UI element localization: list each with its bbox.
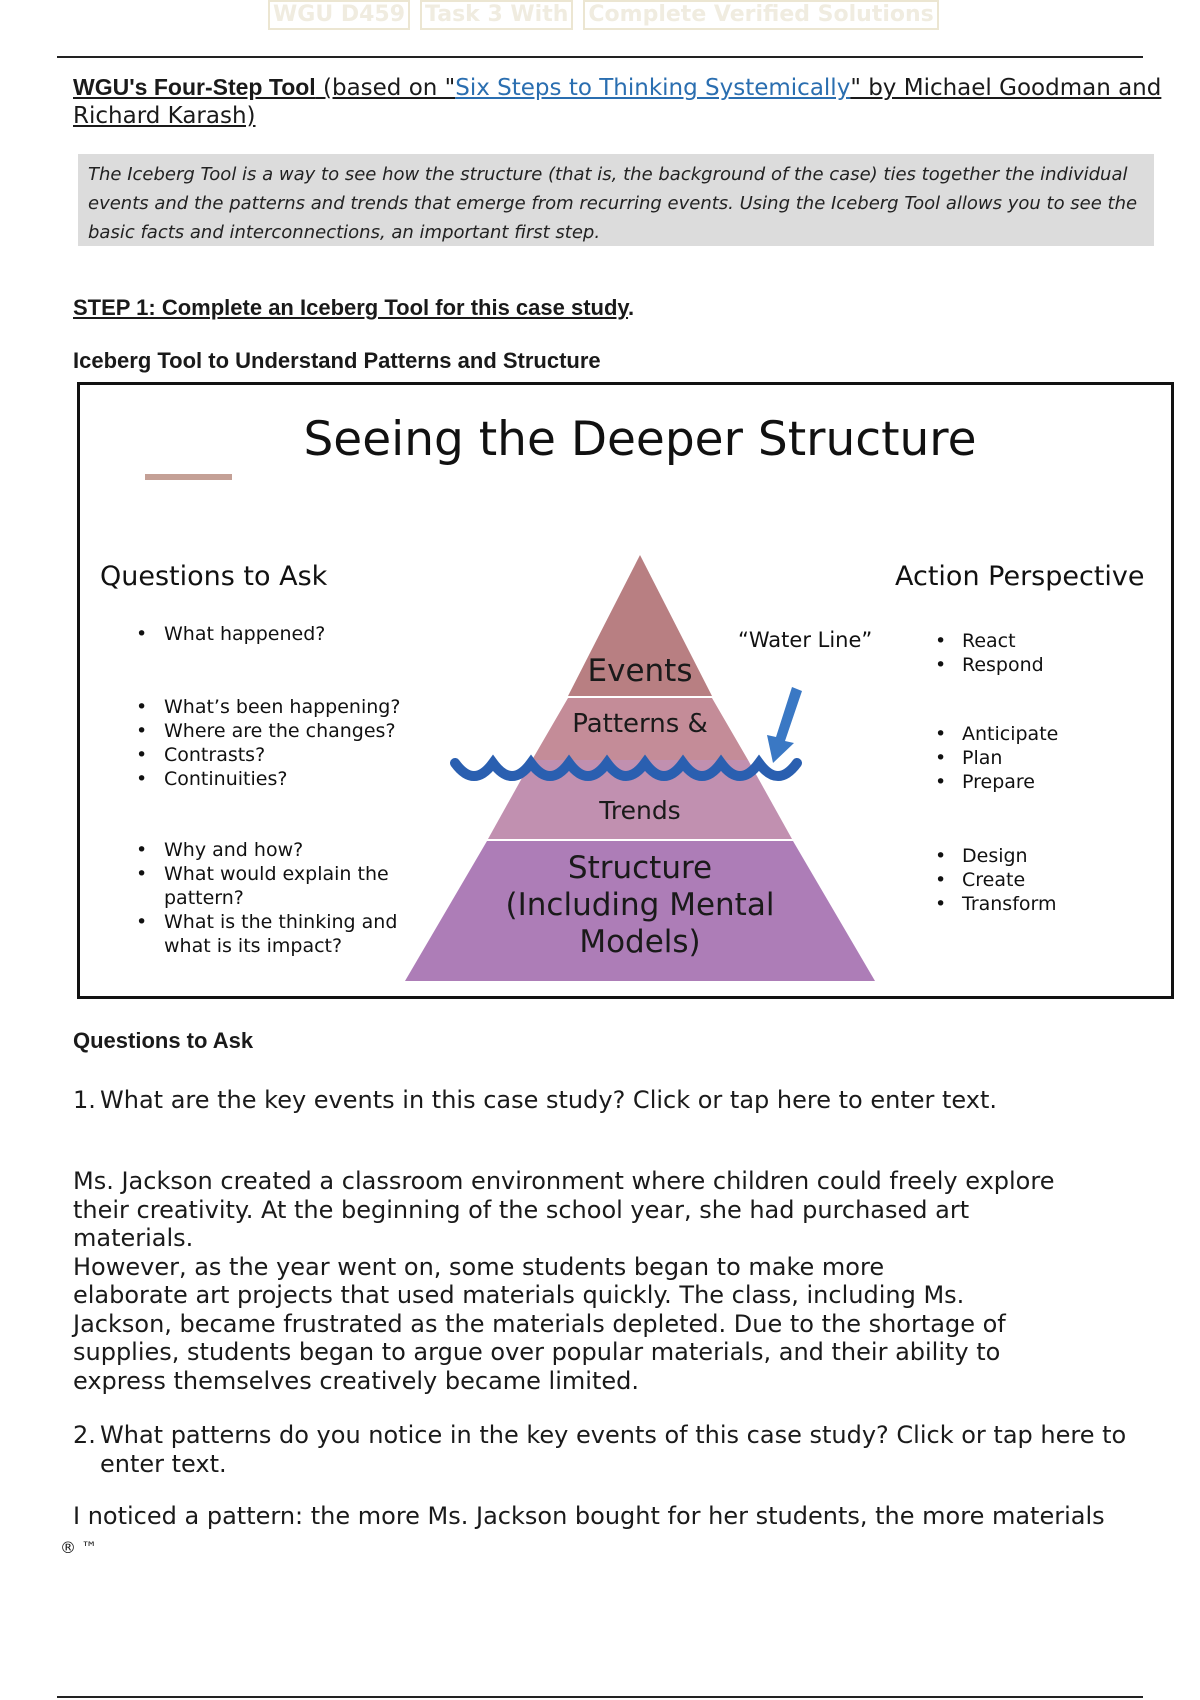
trends-label: Trends: [598, 796, 680, 825]
question-2-text-cont[interactable]: enter text.: [100, 1449, 227, 1478]
top-divider: [57, 56, 1143, 58]
question-2: 2. What patterns do you notice in the ke…: [73, 1421, 1173, 1478]
question-bullet: •: [136, 744, 147, 766]
iceberg-heading: Iceberg Tool to Understand Patterns and …: [73, 348, 601, 373]
question-item: Why and how?: [164, 839, 303, 861]
answer-line: their creativity. At the beginning of th…: [73, 1195, 970, 1224]
iceberg-diagram-frame: Seeing the Deeper Structure Questions to…: [77, 382, 1174, 999]
action-bullet: •: [935, 845, 946, 867]
question-item: What is the thinking and: [164, 911, 397, 933]
patterns-label: Patterns &: [572, 709, 708, 739]
questions-column-title: Questions to Ask: [100, 561, 328, 592]
question-item: Continuities?: [164, 768, 287, 790]
questions-heading: Questions to Ask: [73, 1028, 254, 1053]
questions-list: • What happened? • What’s been happening…: [136, 623, 400, 957]
answer-line: express themselves creatively became lim…: [73, 1366, 639, 1395]
question-item: What happened?: [164, 623, 325, 645]
water-line-arrow-icon: [767, 687, 802, 763]
tool-name: WGU's Four-Step Tool: [73, 74, 316, 100]
question-bullet: •: [136, 720, 147, 742]
trends-layer: [488, 760, 792, 839]
question-bullet: •: [136, 863, 147, 885]
answer-line: However, as the year went on, some stude…: [73, 1252, 885, 1281]
action-item: Plan: [962, 747, 1002, 769]
structure-label-line2: (Including Mental: [506, 887, 775, 923]
action-item: Anticipate: [962, 723, 1058, 745]
answer-line: elaborate art projects that used materia…: [73, 1281, 965, 1309]
action-item: Respond: [962, 654, 1044, 676]
question-2-text[interactable]: What patterns do you notice in the key e…: [100, 1421, 1127, 1449]
diagram-title: Seeing the Deeper Structure: [303, 412, 976, 467]
action-item: Create: [962, 869, 1025, 891]
question-item: Contrasts?: [164, 744, 265, 766]
action-item: React: [962, 630, 1016, 652]
bottom-divider: [57, 1696, 1143, 1698]
iceberg-diagram: Seeing the Deeper Structure Questions to…: [100, 412, 1145, 981]
structure-layer: [405, 841, 875, 981]
answer-line: Jackson, became frustrated as the materi…: [73, 1309, 1006, 1338]
question-item: What would explain the: [164, 863, 389, 885]
question-item: What’s been happening?: [164, 696, 400, 718]
trademark-marks: ® ™: [60, 1538, 98, 1557]
action-bullet: •: [935, 893, 946, 915]
title-prefix: (based on ": [315, 75, 456, 101]
events-layer: [568, 555, 712, 696]
question-bullet: •: [136, 911, 147, 933]
watermark-part: Complete Verified Solutions: [583, 0, 939, 30]
answer-line: Ms. Jackson created a classroom environm…: [73, 1167, 1055, 1195]
question-item-continuation: what is its impact?: [164, 935, 342, 957]
answer-line: supplies, students began to argue over p…: [73, 1338, 1001, 1366]
question-bullet: •: [136, 768, 147, 790]
watermark: WGU D459 Task 3 With Complete Verified S…: [268, 0, 939, 30]
watermark-part: Task 3 With: [420, 0, 574, 30]
action-bullet: •: [935, 771, 946, 793]
action-item: Design: [962, 845, 1028, 867]
question-2-row: 2. What patterns do you notice in the ke…: [73, 1421, 1173, 1450]
question-item-continuation: pattern?: [164, 887, 244, 909]
action-item: Transform: [961, 893, 1057, 915]
answer-line: materials.: [73, 1224, 194, 1252]
title-accent-bar: [145, 474, 232, 480]
action-bullet: •: [935, 654, 946, 676]
question-number: 1.: [73, 1086, 96, 1114]
question-bullet: •: [136, 839, 147, 861]
action-bullet: •: [935, 630, 946, 652]
action-bullet: •: [935, 869, 946, 891]
step1-heading: STEP 1: Complete an Iceberg Tool for thi…: [73, 295, 634, 321]
question-1-text[interactable]: What are the key events in this case stu…: [100, 1086, 997, 1114]
step1-label: STEP 1: Complete an Iceberg Tool for thi…: [73, 295, 629, 320]
water-line-waves: [450, 754, 802, 781]
action-column-title: Action Perspective: [895, 561, 1145, 592]
action-bullet: •: [935, 747, 946, 769]
question-bullet: •: [136, 623, 147, 645]
water-line-label: “Water Line”: [738, 628, 872, 652]
question-item: Where are the changes?: [164, 720, 396, 742]
question-bullet: •: [136, 696, 147, 718]
six-steps-link[interactable]: Six Steps to Thinking Systemically: [455, 75, 851, 101]
action-item: Prepare: [962, 771, 1035, 793]
document-title: WGU's Four-Step Tool (based on "Six Step…: [73, 73, 1173, 130]
events-label: Events: [588, 653, 693, 689]
action-bullet: •: [935, 723, 946, 745]
action-list: • React • Respond • Anticipate • Plan • …: [935, 630, 1058, 915]
patterns-layer: [532, 698, 748, 760]
title-suffix: " by Michael Goodman and Richard Karash): [73, 75, 1162, 129]
step1-period: .: [628, 295, 635, 320]
intro-note: The Iceberg Tool is a way to see how the…: [78, 154, 1154, 246]
answer-2: I noticed a pattern: the more Ms. Jackso…: [73, 1502, 1105, 1530]
answer-1: Ms. Jackson created a classroom environm…: [73, 1167, 1173, 1395]
structure-label-line1: Structure: [568, 850, 712, 886]
question-number: 2.: [73, 1421, 96, 1449]
structure-label-line3: Models): [579, 924, 700, 960]
question-1: 1. What are the key events in this case …: [73, 1086, 1173, 1115]
watermark-part: WGU D459: [268, 0, 411, 30]
